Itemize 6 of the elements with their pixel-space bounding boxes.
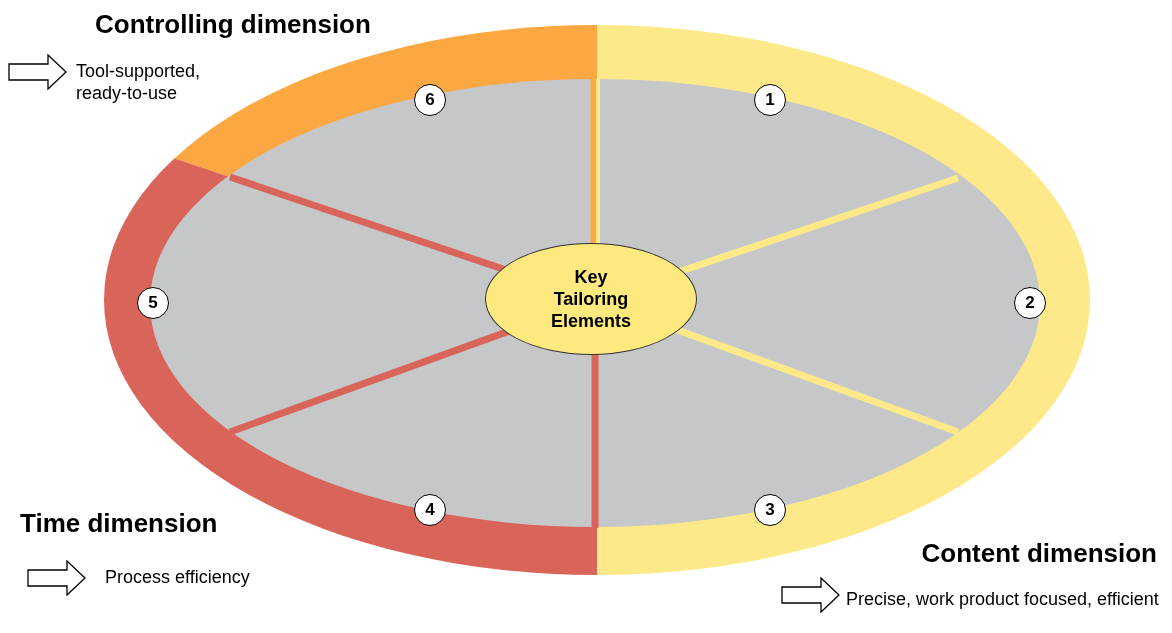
dimension-heading: Time dimension bbox=[20, 508, 218, 539]
dimension-heading: Controlling dimension bbox=[95, 9, 371, 40]
dimension-description: Precise, work product focused, efficient bbox=[846, 588, 1160, 610]
dimension-description: Process efficiency bbox=[105, 566, 251, 588]
dimension-description: Tool-supported, ready-to-use bbox=[76, 60, 202, 104]
dimension-heading: Content dimension bbox=[921, 538, 1157, 569]
